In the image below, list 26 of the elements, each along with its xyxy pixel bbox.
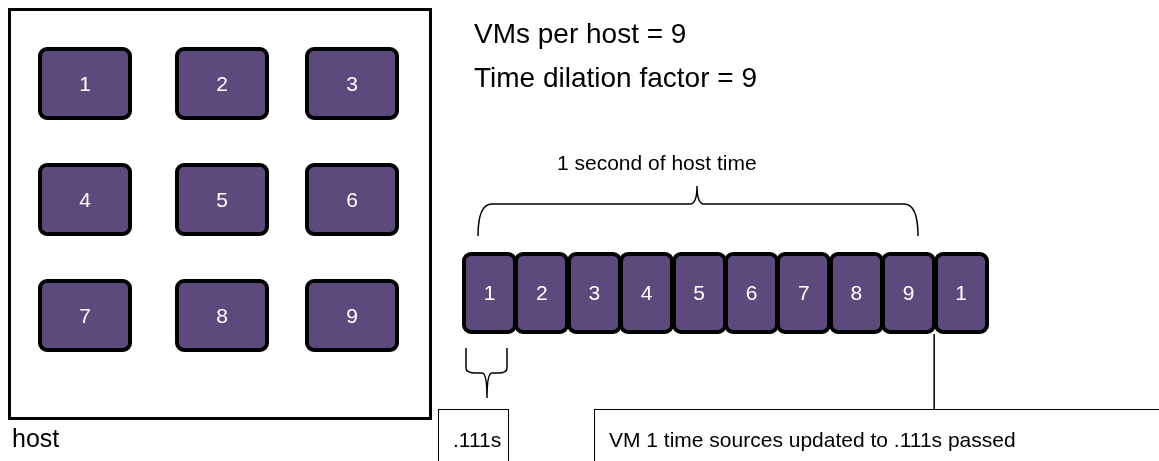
- time-slot: 1: [462, 252, 517, 334]
- bracket-label: 1 second of host time: [557, 151, 757, 175]
- vm-box: 2: [175, 47, 269, 120]
- text-box: .111s: [438, 409, 509, 461]
- time-slot: 4: [619, 252, 675, 334]
- time-slot: 2: [514, 252, 570, 334]
- vm-box: 1: [38, 47, 132, 120]
- leader-line: [933, 333, 935, 410]
- box-heading: host: [12, 424, 60, 453]
- parameter-text: VMs per host = 9: [474, 18, 687, 50]
- vm-box: 5: [175, 163, 269, 236]
- time-slot: 9: [881, 252, 937, 334]
- vm-box: 3: [305, 47, 399, 120]
- text-box: VM 1 time sources updated to .111s passed: [594, 409, 1159, 461]
- time-slot: 3: [566, 252, 622, 334]
- time-slot: 6: [724, 252, 779, 334]
- time-slot: 5: [671, 252, 727, 334]
- vm-box: 9: [305, 279, 399, 352]
- time-slot: 8: [828, 252, 884, 334]
- vm-box: 8: [175, 279, 269, 352]
- time-slot: 1: [933, 252, 989, 334]
- vm-box: 6: [305, 163, 399, 236]
- vm-box: 7: [38, 279, 132, 352]
- time-slot: 7: [776, 252, 832, 334]
- vm-box: 4: [38, 163, 132, 236]
- parameter-text: Time dilation factor = 9: [474, 62, 757, 94]
